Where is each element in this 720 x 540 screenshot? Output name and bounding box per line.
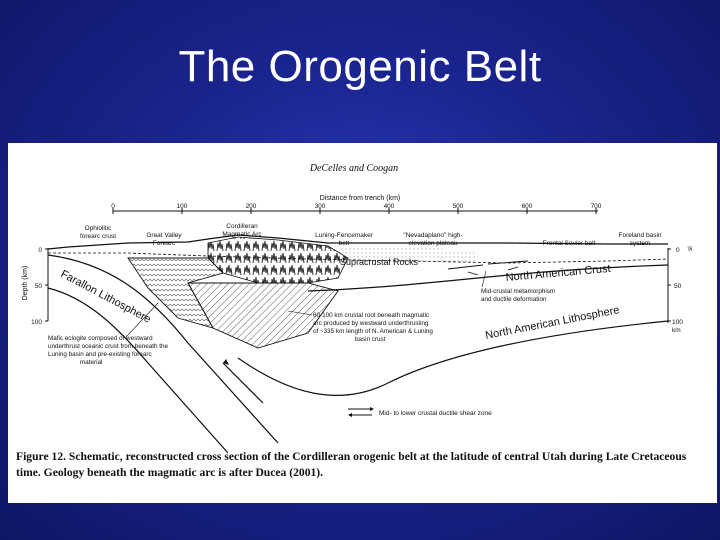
depth-tick-label: 100 bbox=[672, 319, 683, 326]
ophiolitic-label: Ophiolitic bbox=[85, 225, 112, 232]
cross-section-diagram: DeCelles and Coogan Distance from trench… bbox=[22, 163, 694, 454]
distance-axis-label: Distance from trench (km) bbox=[320, 195, 401, 202]
mafic-eclogite-annotation: Luning basin and pre-existing forearc bbox=[48, 351, 152, 358]
depth-unit-label: km bbox=[672, 327, 681, 334]
slide-title: The Orogenic Belt bbox=[178, 42, 542, 91]
supracrustal-label: Supracrustal Rocks bbox=[340, 257, 419, 267]
sea-level-label: sl bbox=[687, 246, 694, 251]
depth-tick-label: 0 bbox=[38, 247, 42, 254]
distance-tick-label: 600 bbox=[522, 203, 533, 210]
mafic-eclogite-annotation: material bbox=[80, 359, 102, 366]
depth-axis-label: Depth (km) bbox=[22, 266, 29, 301]
shear-zone-legend: Mid- to lower crustal ductile shear zone bbox=[348, 407, 492, 417]
nevadaplano-label: "Nevadaplano" high- bbox=[403, 232, 462, 239]
distance-tick-label: 200 bbox=[246, 203, 257, 210]
crustal-root-annotation: basin crust bbox=[355, 336, 386, 343]
distance-tick-label: 700 bbox=[591, 203, 602, 210]
crustal-root-annotation: arc produced by westward underthrusting bbox=[313, 320, 429, 327]
crustal-root-annotation: of ~335 km length of N. American & Lunin… bbox=[313, 328, 433, 335]
distance-tick-label: 300 bbox=[315, 203, 326, 210]
great-valley-label: Forearc bbox=[153, 240, 176, 247]
cordilleran-arc-label: Cordilleran bbox=[226, 223, 258, 230]
figure-authors: DeCelles and Coogan bbox=[309, 163, 398, 174]
crustal-root-annotation: 60-100 km crustal root beneath magmatic bbox=[313, 312, 429, 319]
ophiolitic-label: forearc crust bbox=[80, 233, 116, 240]
distance-tick-label: 500 bbox=[453, 203, 464, 210]
distance-ticks: 0 100 200 300 400 500 600 700 bbox=[111, 203, 602, 214]
depth-tick-label: 50 bbox=[35, 283, 43, 290]
mid-crustal-annotation: and ductile deformation bbox=[481, 296, 547, 303]
north-american-crust-label: North American Crust bbox=[505, 263, 611, 284]
distance-tick-label: 400 bbox=[384, 203, 395, 210]
figure-caption: Figure 12. Schematic, reconstructed cros… bbox=[16, 450, 687, 479]
great-valley-label: Great Valley bbox=[146, 232, 182, 239]
mafic-eclogite-annotation: Mafic eclogite composed of westward bbox=[48, 335, 153, 342]
depth-tick-label: 50 bbox=[674, 283, 682, 290]
luning-belt-label: Luning-Fencemaker bbox=[315, 232, 374, 239]
annotations: Mid-crustal metamorphism and ductile def… bbox=[48, 270, 555, 366]
depth-tick-label: 0 bbox=[676, 247, 680, 254]
depth-tick-label: 100 bbox=[31, 319, 42, 326]
cordilleran-arc-label: Magmatic Arc bbox=[222, 231, 262, 238]
mid-crustal-annotation: Mid-crustal metamorphism bbox=[481, 288, 555, 295]
shear-zone-legend-label: Mid- to lower crustal ductile shear zone bbox=[379, 410, 492, 417]
figure-panel: DeCelles and Coogan Distance from trench… bbox=[8, 143, 717, 503]
mafic-eclogite-annotation: underthrust oceanic crust from beneath t… bbox=[48, 343, 169, 350]
distance-tick-label: 0 bbox=[111, 203, 115, 210]
distance-tick-label: 100 bbox=[177, 203, 188, 210]
foreland-basin-label: Foreland basin bbox=[619, 232, 662, 239]
